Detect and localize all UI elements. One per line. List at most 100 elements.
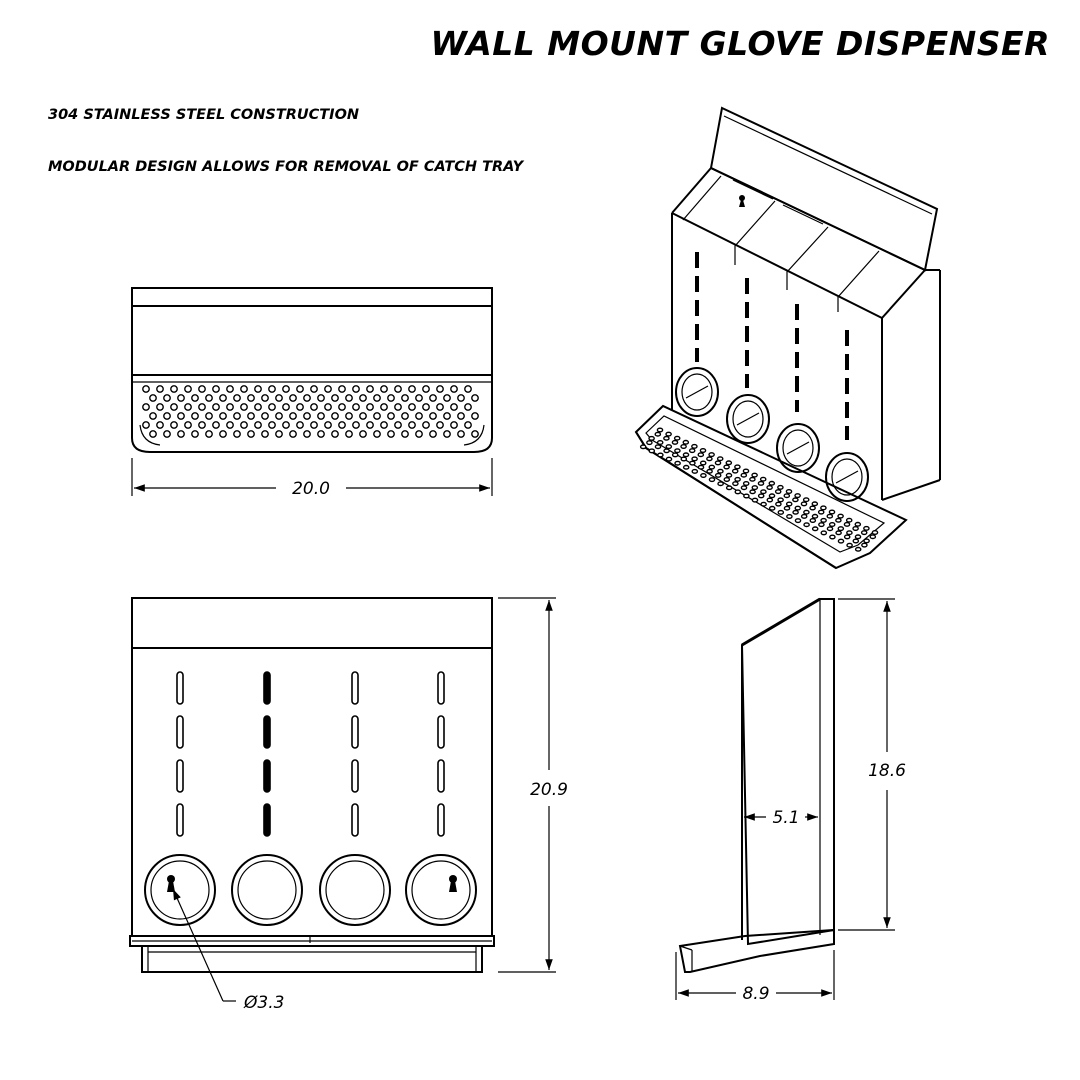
perforation-hole [464, 385, 472, 393]
glove-slot [176, 759, 184, 793]
perforation-hole [794, 493, 801, 499]
perforation-hole [663, 435, 670, 441]
perforation-hole [184, 421, 192, 429]
perforation-hole [766, 497, 774, 503]
perforation-hole [826, 513, 834, 519]
perforation-hole [324, 403, 332, 411]
perforation-hole [422, 403, 430, 411]
perforation-hole [802, 497, 810, 503]
perforation-hole [401, 394, 409, 402]
perforation-hole [289, 394, 297, 402]
perforation-hole [809, 505, 816, 511]
perforation-hole [156, 403, 164, 411]
perforation-hole [828, 522, 836, 528]
perforation-hole [317, 430, 325, 438]
perforation-hole [429, 412, 437, 420]
perforation-hole [415, 394, 423, 402]
perforation-hole [394, 403, 402, 411]
perforation-hole [212, 403, 220, 411]
perforation-hole [680, 456, 688, 462]
perforation-hole [373, 412, 381, 420]
perforation-hole [380, 421, 388, 429]
perforation-hole [665, 431, 672, 437]
perforation-hole [352, 421, 360, 429]
iso-tray-perforations [639, 427, 879, 552]
isometric-view [634, 106, 941, 570]
perforation-hole [408, 421, 416, 429]
perforation-hole [163, 394, 171, 402]
perforation-hole [843, 534, 851, 540]
perforation-hole [740, 472, 748, 478]
perforation-hole [212, 421, 220, 429]
perforation-hole [275, 430, 283, 438]
note-material: 304 STAINLESS STEEL CONSTRUCTION [48, 107, 359, 123]
perforation-hole [324, 421, 332, 429]
perforation-hole [296, 421, 304, 429]
perforation-hole [177, 412, 185, 420]
perforation-hole [688, 448, 696, 454]
perforation-hole [149, 412, 157, 420]
perforation-hole [471, 412, 479, 420]
perforation-hole [184, 385, 192, 393]
dim-width-label: 20.0 [292, 479, 330, 499]
perforation-hole [749, 476, 756, 482]
glove-slot [263, 803, 271, 837]
glove-slot [351, 759, 359, 793]
perforation-hole [716, 456, 724, 462]
perforation-hole [657, 452, 664, 458]
perforation-hole [464, 421, 472, 429]
perforation-hole [198, 403, 206, 411]
perforation-hole [163, 412, 171, 420]
glove-slot [437, 803, 445, 837]
perforation-hole [691, 443, 698, 449]
perforation-hole [268, 403, 276, 411]
perforation-hole [863, 538, 870, 544]
perforation-hole [436, 385, 444, 393]
perforation-hole [471, 394, 479, 402]
perforation-hole [869, 534, 877, 540]
perforation-hole [345, 394, 353, 402]
perforation-hole [261, 394, 269, 402]
perforation-hole [674, 460, 681, 466]
dim-depth-bottom-label: 8.9 [742, 984, 769, 1004]
perforation-hole [725, 472, 733, 478]
perforation-hole [198, 385, 206, 393]
perforation-hole [860, 530, 868, 536]
dim-height-label: 20.9 [530, 780, 568, 800]
perforation-hole [674, 448, 681, 454]
perforation-hole [766, 485, 773, 491]
perforation-hole [852, 526, 859, 532]
perforation-hole [751, 472, 758, 478]
perforation-hole [282, 385, 290, 393]
perforation-hole [331, 394, 339, 402]
perforation-hole [387, 394, 395, 402]
perforation-hole [700, 473, 707, 479]
perforation-hole [303, 394, 311, 402]
perforation-hole [345, 430, 353, 438]
perforation-hole [731, 468, 739, 474]
perforation-hole [310, 403, 318, 411]
perforation-hole [247, 430, 255, 438]
perforation-hole [699, 448, 707, 454]
perforation-hole [226, 421, 234, 429]
perforation-hole [725, 485, 733, 491]
perforation-hole [296, 385, 304, 393]
perforation-hole [786, 514, 793, 520]
perforation-hole [177, 430, 185, 438]
perforation-hole [777, 484, 784, 490]
perforation-hole [254, 421, 262, 429]
perforation-hole [226, 385, 234, 393]
perforation-hole [443, 430, 451, 438]
perforation-hole [792, 497, 799, 503]
glove-slot [176, 671, 184, 705]
perforation-hole [380, 403, 388, 411]
dispensing-port-inner [325, 860, 385, 920]
perforation-hole [783, 493, 791, 499]
perforation-hole [775, 501, 782, 507]
perforation-hole [450, 385, 458, 393]
perforation-hole [785, 489, 793, 495]
perforation-hole [254, 403, 262, 411]
perforation-hole [170, 385, 178, 393]
perforation-hole [303, 412, 311, 420]
